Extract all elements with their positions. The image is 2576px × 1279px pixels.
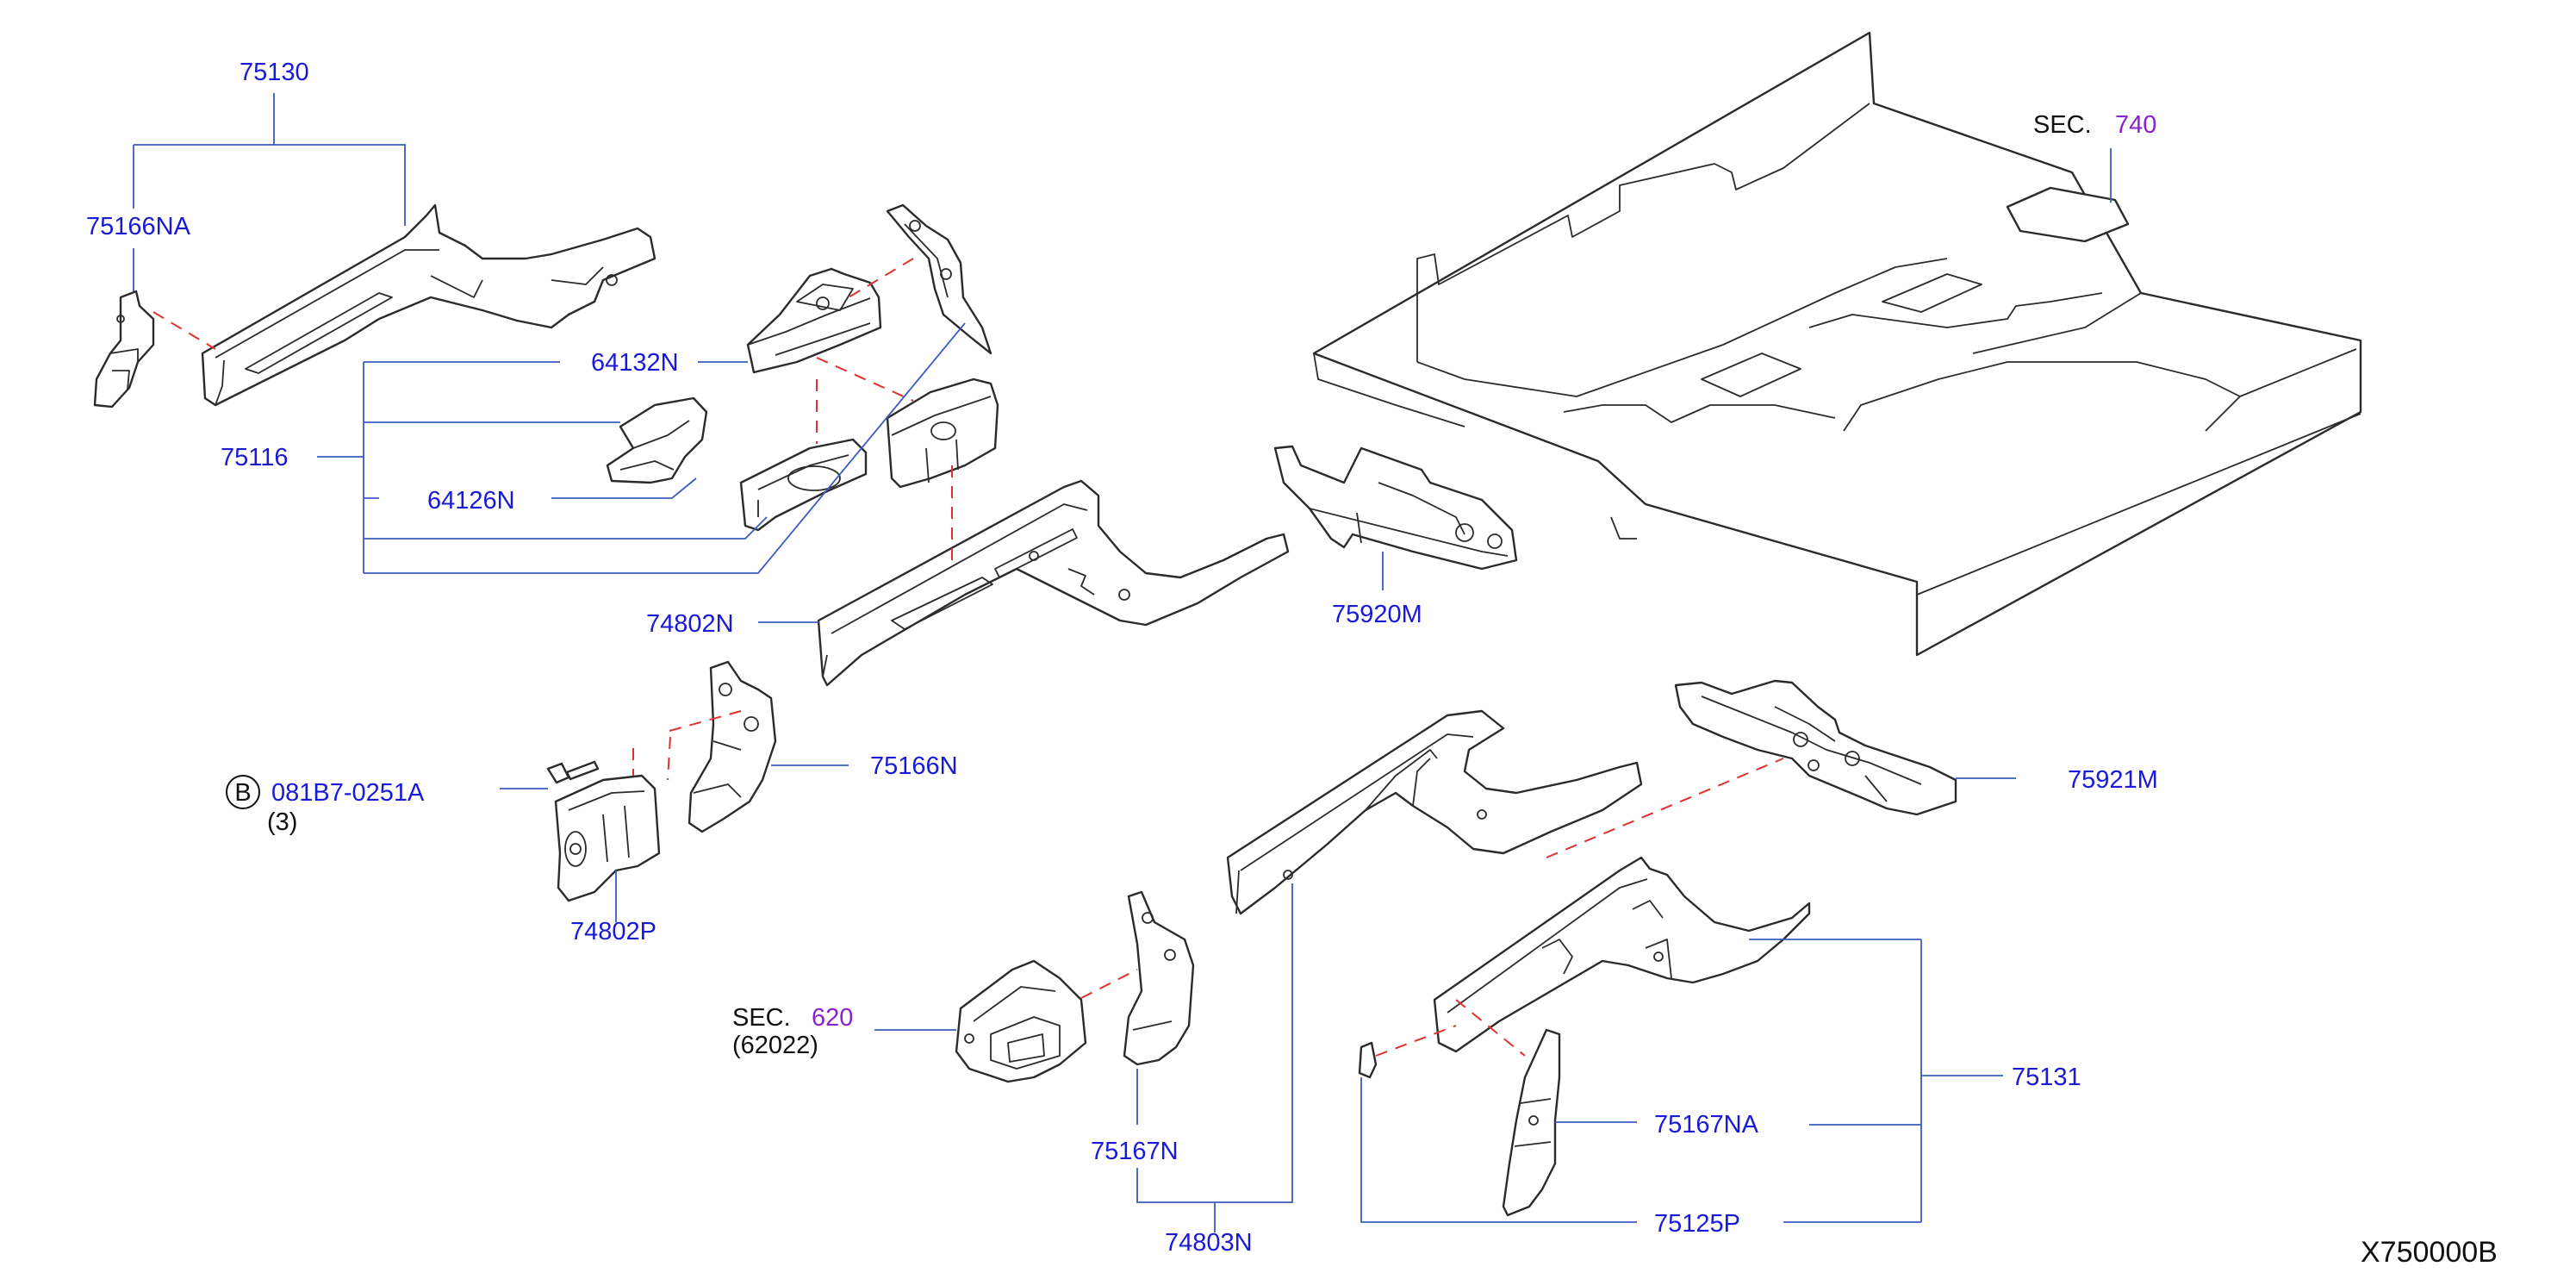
label-74803n: 74803N (1165, 1229, 1253, 1257)
section-740-number: 740 (2115, 111, 2156, 139)
part-75131-side-member (1433, 856, 1811, 1053)
part-64132n-bracket (746, 267, 882, 374)
label-64126n: 64126N (427, 487, 515, 515)
part-mounting-plate (886, 203, 992, 355)
label-081b7-0251a: 081B7-0251A (271, 779, 425, 807)
part-75920m-bracket (1273, 445, 1518, 571)
label-75130: 75130 (240, 59, 309, 86)
part-75167na-bracket (1502, 1028, 1561, 1217)
label-75166n: 75166N (870, 752, 958, 780)
part-75921m-bracket (1674, 679, 1957, 816)
part-64126n-bracket (606, 396, 708, 484)
part-75166na-bracket (93, 290, 155, 409)
label-75921m: 75921M (2068, 766, 2158, 794)
part-75167n-bracket (1123, 890, 1195, 1066)
part-labels: 75130 75166NA 64132N 75116 64126N 74802N… (86, 59, 2498, 1269)
section-620-prefix: SEC. (732, 1004, 791, 1032)
bolt-badge-circle (226, 775, 260, 809)
section-620-number: 620 (812, 1004, 853, 1032)
floor-panel-assembly (1312, 31, 2362, 657)
label-75166na: 75166NA (86, 213, 191, 240)
label-75920m: 75920M (1332, 601, 1422, 628)
section-ref-620: SEC. 620 (62022) (732, 1004, 853, 1059)
part-75116-tray (739, 438, 868, 532)
diagram-code: X750000B (2361, 1236, 2498, 1269)
label-64132n: 64132N (591, 349, 679, 377)
bolt-badge-letter: B (234, 779, 251, 807)
section-620-sub: (62022) (732, 1032, 818, 1059)
alignment-dashes (152, 258, 1784, 1057)
label-74802n: 74802N (646, 610, 734, 638)
part-75166n-bracket (688, 660, 777, 833)
part-75130-side-member (201, 203, 656, 407)
leader-lines (133, 93, 2112, 1232)
section-740-prefix: SEC. (2033, 111, 2092, 139)
part-74803n-member (1226, 709, 1643, 915)
bolt-callout: B 081B7-0251A (3) (226, 775, 425, 836)
part-74802n-member (817, 479, 1290, 687)
label-74802p: 74802P (570, 918, 656, 945)
part-tow-hook-bracket (955, 959, 1087, 1083)
label-75167n: 75167N (1091, 1138, 1179, 1165)
label-75125p: 75125P (1654, 1210, 1740, 1238)
bolt-quantity: (3) (267, 808, 297, 836)
label-75167na: 75167NA (1654, 1111, 1759, 1139)
part-support-box (886, 377, 999, 489)
bolt-081b7-0251a-icon (546, 760, 600, 784)
section-ref-740: SEC. 740 (2033, 111, 2156, 139)
label-75131: 75131 (2012, 1064, 2081, 1091)
label-75116: 75116 (221, 444, 289, 471)
part-74802p-bracket (554, 774, 661, 902)
part-75125p-clip (1358, 1041, 1378, 1079)
